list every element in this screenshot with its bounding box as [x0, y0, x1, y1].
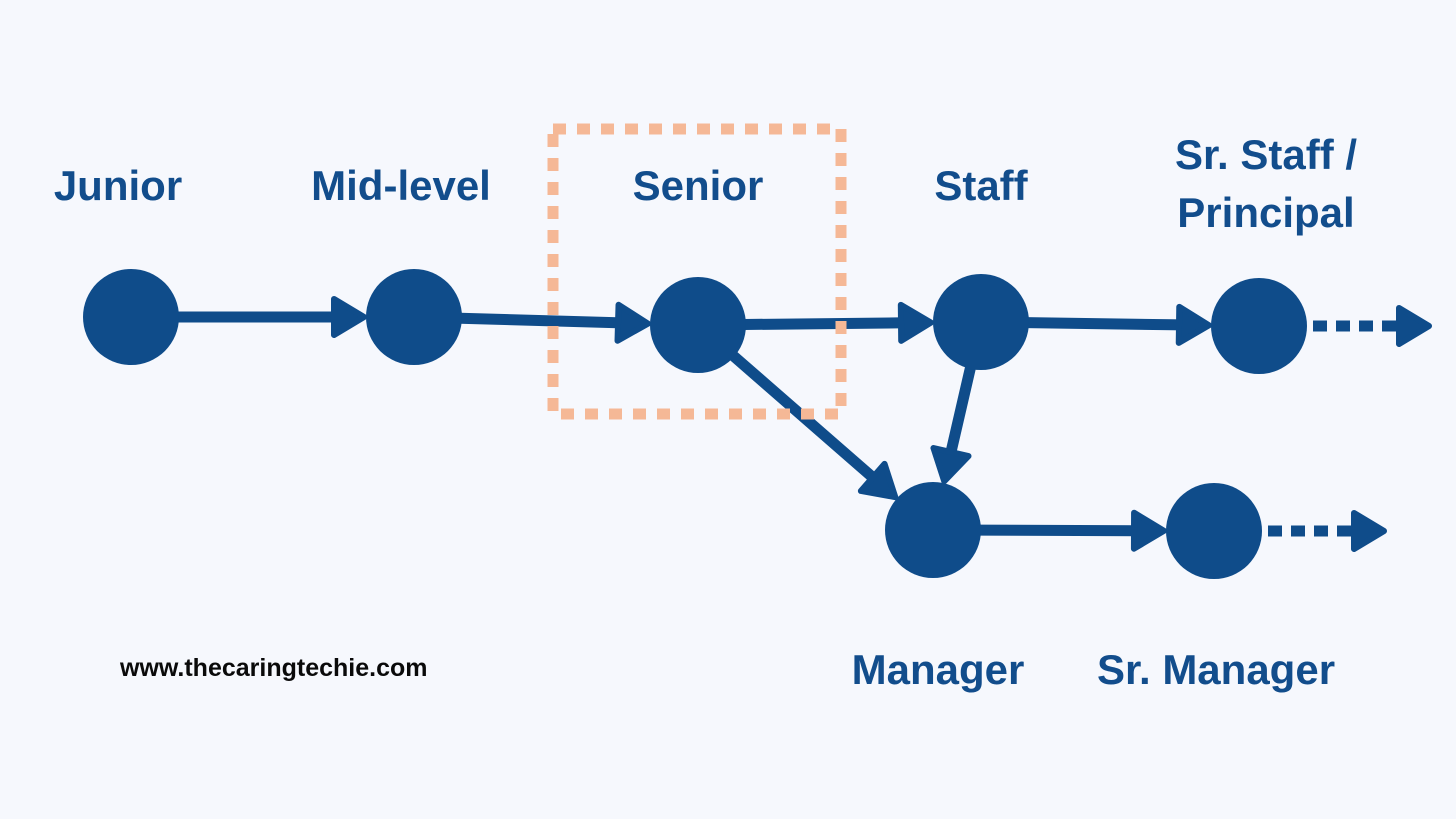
node-label-manager: Manager — [851, 646, 1025, 693]
arrowhead-senior-to-staff — [897, 301, 935, 344]
edge-mid-to-senior — [459, 312, 623, 329]
continuation-arrowhead-principal — [1396, 305, 1432, 347]
arrowhead-senior-to-manager — [857, 460, 899, 501]
node-principal — [1211, 278, 1307, 374]
arrowhead-staff-to-manager — [930, 445, 972, 485]
arrowhead-staff-to-principal — [1175, 303, 1213, 346]
node-staff — [933, 274, 1029, 370]
continuation-arrowhead-srmanager — [1351, 510, 1387, 552]
node-srmanager — [1166, 483, 1262, 579]
nodes-layer — [83, 269, 1307, 579]
node-label-sr-manager: Sr. Manager — [1096, 646, 1336, 693]
edge-manager-to-srmanager — [978, 524, 1139, 537]
node-label-mid-level: Mid-level — [311, 162, 491, 209]
node-mid — [366, 269, 462, 365]
node-label-principal: Sr. Staff / Principal — [1174, 131, 1358, 236]
arrowhead-manager-to-srmanager — [1130, 509, 1168, 552]
highlight-layer — [547, 123, 847, 420]
node-senior — [650, 277, 746, 373]
highlight-box-senior — [547, 123, 847, 420]
node-junior — [83, 269, 179, 365]
arrowhead-junior-to-mid — [331, 296, 367, 338]
node-manager — [885, 482, 981, 578]
edge-staff-to-principal — [1026, 317, 1184, 331]
website-url: www.thecaringtechie.com — [120, 654, 428, 682]
arrowhead-mid-to-senior — [614, 301, 652, 344]
node-label-junior: Junior — [53, 162, 183, 209]
node-label-senior: Senior — [632, 162, 764, 209]
edge-senior-to-staff — [743, 317, 906, 331]
edge-staff-to-manager — [944, 365, 977, 458]
node-label-staff: Staff — [934, 162, 1028, 209]
continuations-layer — [1268, 305, 1432, 552]
